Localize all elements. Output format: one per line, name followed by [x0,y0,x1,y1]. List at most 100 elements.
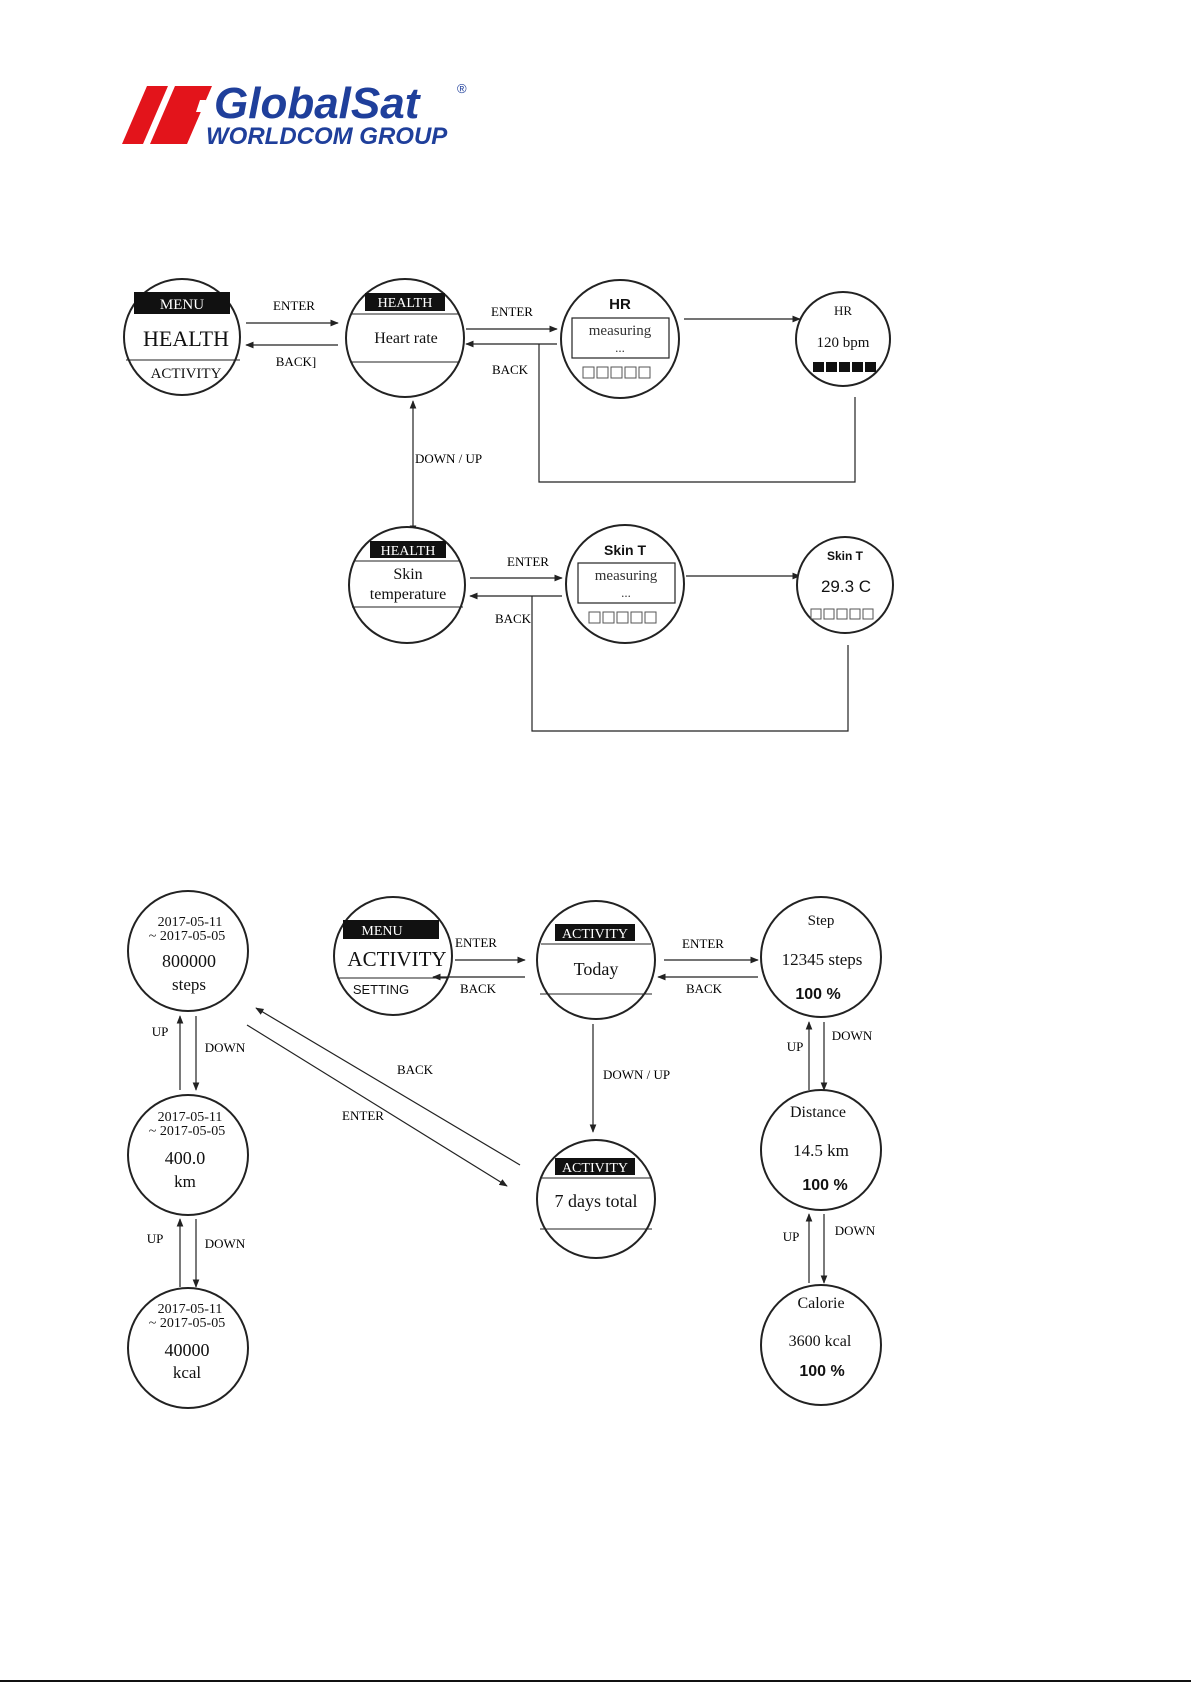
screen-header-bar [555,1158,635,1175]
screen-title: Skin T [827,549,864,563]
back-label: BACK [397,1062,434,1077]
screen-line1: Skin [393,566,422,583]
date-to: ~ 2017-05-05 [149,1316,225,1331]
enter-label: ENTER [682,936,724,951]
screen-title: Calorie [797,1295,844,1312]
measuring-box [571,317,670,359]
screen-outline [760,1284,882,1406]
screen-title: HR [834,303,852,318]
screen-main-text: Heart rate [374,330,438,347]
hr-value: 120 bpm [817,335,870,351]
goal-percent: 100 % [795,986,840,1003]
enter-label: ENTER [273,298,315,313]
skin-result-screen: Skin T 29.3 C [796,536,894,634]
screen-main-text: HEALTH [143,326,229,351]
activity-7-days-total-screen: ACTIVITY 7 days total [536,1139,656,1259]
date-from: 2017-05-11 [158,1302,223,1317]
screen-sub-text: SETTING [353,982,409,997]
screen-header-bar [365,293,445,311]
registered-mark: ® [457,81,467,96]
progress-squares-filled [813,362,876,372]
calorie-value: 3600 kcal [789,1333,852,1350]
back-label: BACK [460,981,497,996]
screen-title: Distance [790,1104,846,1121]
screen-header-bar [343,920,439,939]
up-label: UP [783,1229,800,1244]
steps-value: 800000 [162,951,216,971]
date-from: 2017-05-11 [158,1110,223,1125]
progress-squares-empty [582,366,651,379]
date-to: ~ 2017-05-05 [149,1124,225,1139]
down-label: DOWN [205,1040,246,1055]
return-loop-line [531,596,849,732]
distance-value: 400.0 [165,1148,206,1168]
screen-sub-text: ACTIVITY [151,366,222,382]
screen-header: HEALTH [381,544,436,559]
screen-outline [127,1287,249,1409]
screen-outline [760,896,882,1018]
enter-label: ENTER [342,1108,384,1123]
return-loop-line [538,344,856,483]
measuring-dots: ... [621,585,631,600]
down-up-label: DOWN / UP [415,451,482,466]
today-step-screen: Step 12345 steps 100 % [760,896,882,1018]
week-steps-screen: 2017-05-11 ~ 2017-05-05 800000 steps [127,890,249,1012]
logo-subtitle-text: WORLDCOM GROUP [206,123,448,150]
logo-mark-icon [122,86,212,144]
up-label: UP [147,1231,164,1246]
screen-title: Step [808,913,835,929]
week-calorie-screen: 2017-05-11 ~ 2017-05-05 40000 kcal [127,1287,249,1409]
enter-label: ENTER [507,554,549,569]
screen-header-bar [134,292,230,314]
screen-outline [760,1089,882,1211]
health-menu-screen: MENU HEALTH ACTIVITY [123,278,241,396]
screen-outline [127,890,249,1012]
screen-outline [127,1094,249,1216]
down-label: DOWN [832,1028,873,1043]
screen-line2: temperature [370,586,446,603]
measuring-text: measuring [595,568,658,584]
up-label: UP [152,1024,169,1039]
page-bottom-rule [0,1680,1191,1682]
down-label: DOWN [835,1223,876,1238]
enter-label: ENTER [455,935,497,950]
screen-header: MENU [361,924,402,939]
date-from: 2017-05-11 [158,915,223,930]
screen-main-text: ACTIVITY [347,947,446,971]
today-distance-screen: Distance 14.5 km 100 % [760,1089,882,1211]
measuring-box [577,562,676,604]
skin-temperature-value: 29.3 C [821,577,871,596]
screen-header: HEALTH [378,296,433,311]
activity-menu-screen: MENU ACTIVITY SETTING [333,896,453,1016]
screen-header: ACTIVITY [562,1161,628,1176]
down-label: DOWN [205,1236,246,1251]
today-calorie-screen: Calorie 3600 kcal 100 % [760,1284,882,1406]
back-label: BACK [495,611,532,626]
calorie-value: 40000 [165,1340,210,1360]
health-skin-temperature-screen: HEALTH Skin temperature [348,526,466,644]
distance-value: 14.5 km [793,1141,849,1160]
screen-main-text: 7 days total [555,1191,638,1211]
down-up-label: DOWN / UP [603,1067,670,1082]
activity-today-screen: ACTIVITY Today [536,900,656,1020]
steps-unit: steps [172,975,206,994]
back-diagonal-arrow [255,1007,521,1166]
back-label: BACK [686,981,723,996]
progress-squares-empty [588,611,657,624]
globalsat-logo: GlobalSat ® WORLDCOM GROUP [122,79,467,150]
calorie-unit: kcal [173,1363,202,1382]
measuring-text: measuring [589,323,652,339]
distance-unit: km [174,1172,196,1191]
back-label: BACK [492,362,529,377]
steps-value: 12345 steps [782,950,863,969]
screen-title: HR [609,296,631,313]
goal-percent: 100 % [799,1363,844,1380]
screen-header-bar [370,541,446,558]
screen-header: ACTIVITY [562,927,628,942]
enter-diagonal-arrow [246,1024,508,1187]
logo-brand-text: GlobalSat [214,79,422,128]
skin-measuring-screen: Skin T measuring ... [565,524,685,644]
health-heart-rate-screen: HEALTH Heart rate [345,278,465,398]
measuring-dots: ... [615,340,625,355]
